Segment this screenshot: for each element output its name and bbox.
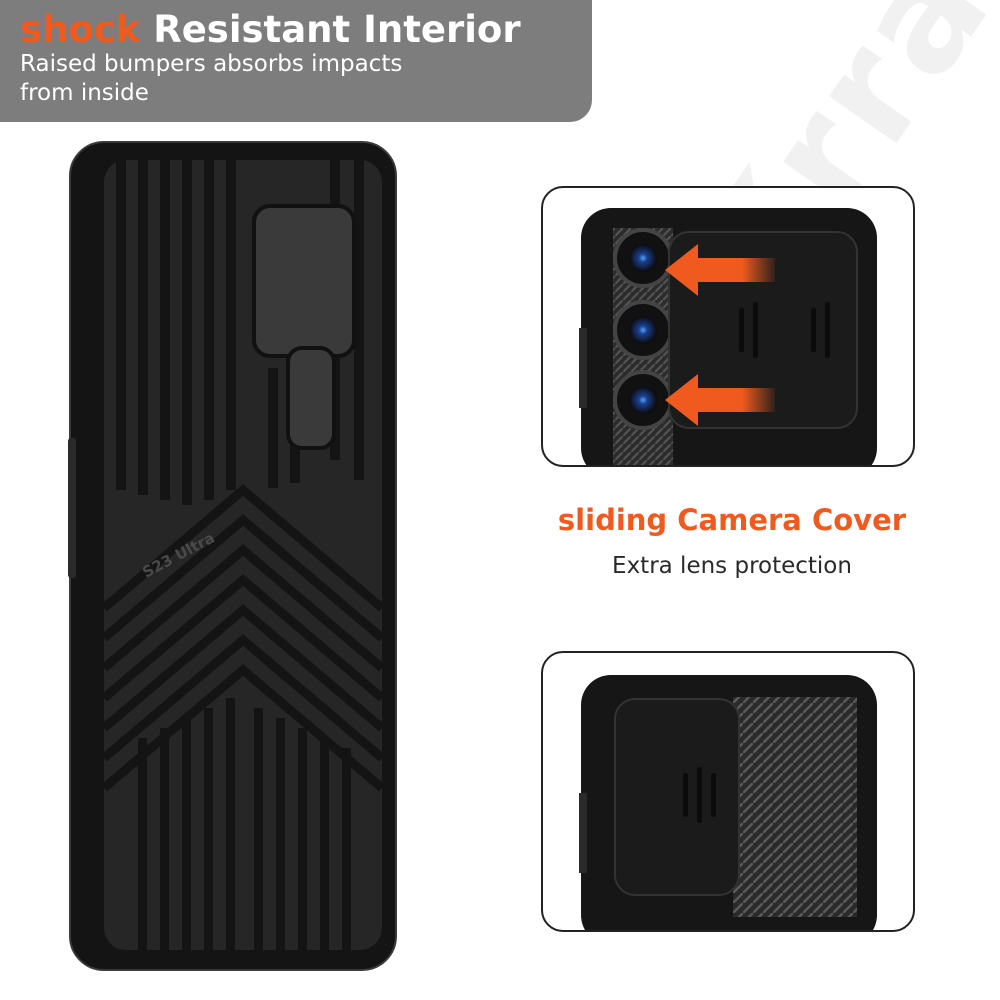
arrow-icon bbox=[665, 244, 775, 296]
camera-cover-closed-image bbox=[579, 675, 877, 930]
cover-grip-lines bbox=[739, 302, 830, 358]
carbon-panel bbox=[733, 697, 857, 917]
feature-subtitle: Extra lens protection bbox=[612, 553, 852, 579]
camera-cover-open-frame bbox=[541, 186, 915, 467]
side-grip bbox=[579, 793, 587, 873]
side-grip bbox=[579, 328, 587, 408]
bottom-vertical-ribs bbox=[138, 698, 351, 950]
banner-title: shock Resistant Interior bbox=[20, 6, 521, 54]
camera-cutout bbox=[252, 204, 356, 358]
banner-title-rest: Resistant Interior bbox=[140, 8, 521, 51]
banner-title-accent: shock bbox=[20, 8, 141, 51]
arrow-icon bbox=[665, 374, 775, 426]
feature-banner: shock Resistant Interior Raised bumpers … bbox=[0, 0, 592, 122]
camera-cover-closed-frame bbox=[541, 651, 915, 932]
chevron-pattern bbox=[104, 484, 382, 792]
feature-title: sliding Camera Cover bbox=[557, 503, 907, 537]
camera-lens-group bbox=[613, 228, 673, 430]
camera-cover-open-image bbox=[579, 208, 877, 465]
case-side-button bbox=[68, 438, 76, 578]
banner-subtitle: Raised bumpers absorbs impacts from insi… bbox=[20, 51, 403, 106]
phone-case-interior-image: S23 Ultra bbox=[68, 141, 397, 971]
cover-grip-lines bbox=[683, 767, 716, 823]
sliding-cover bbox=[614, 698, 740, 896]
